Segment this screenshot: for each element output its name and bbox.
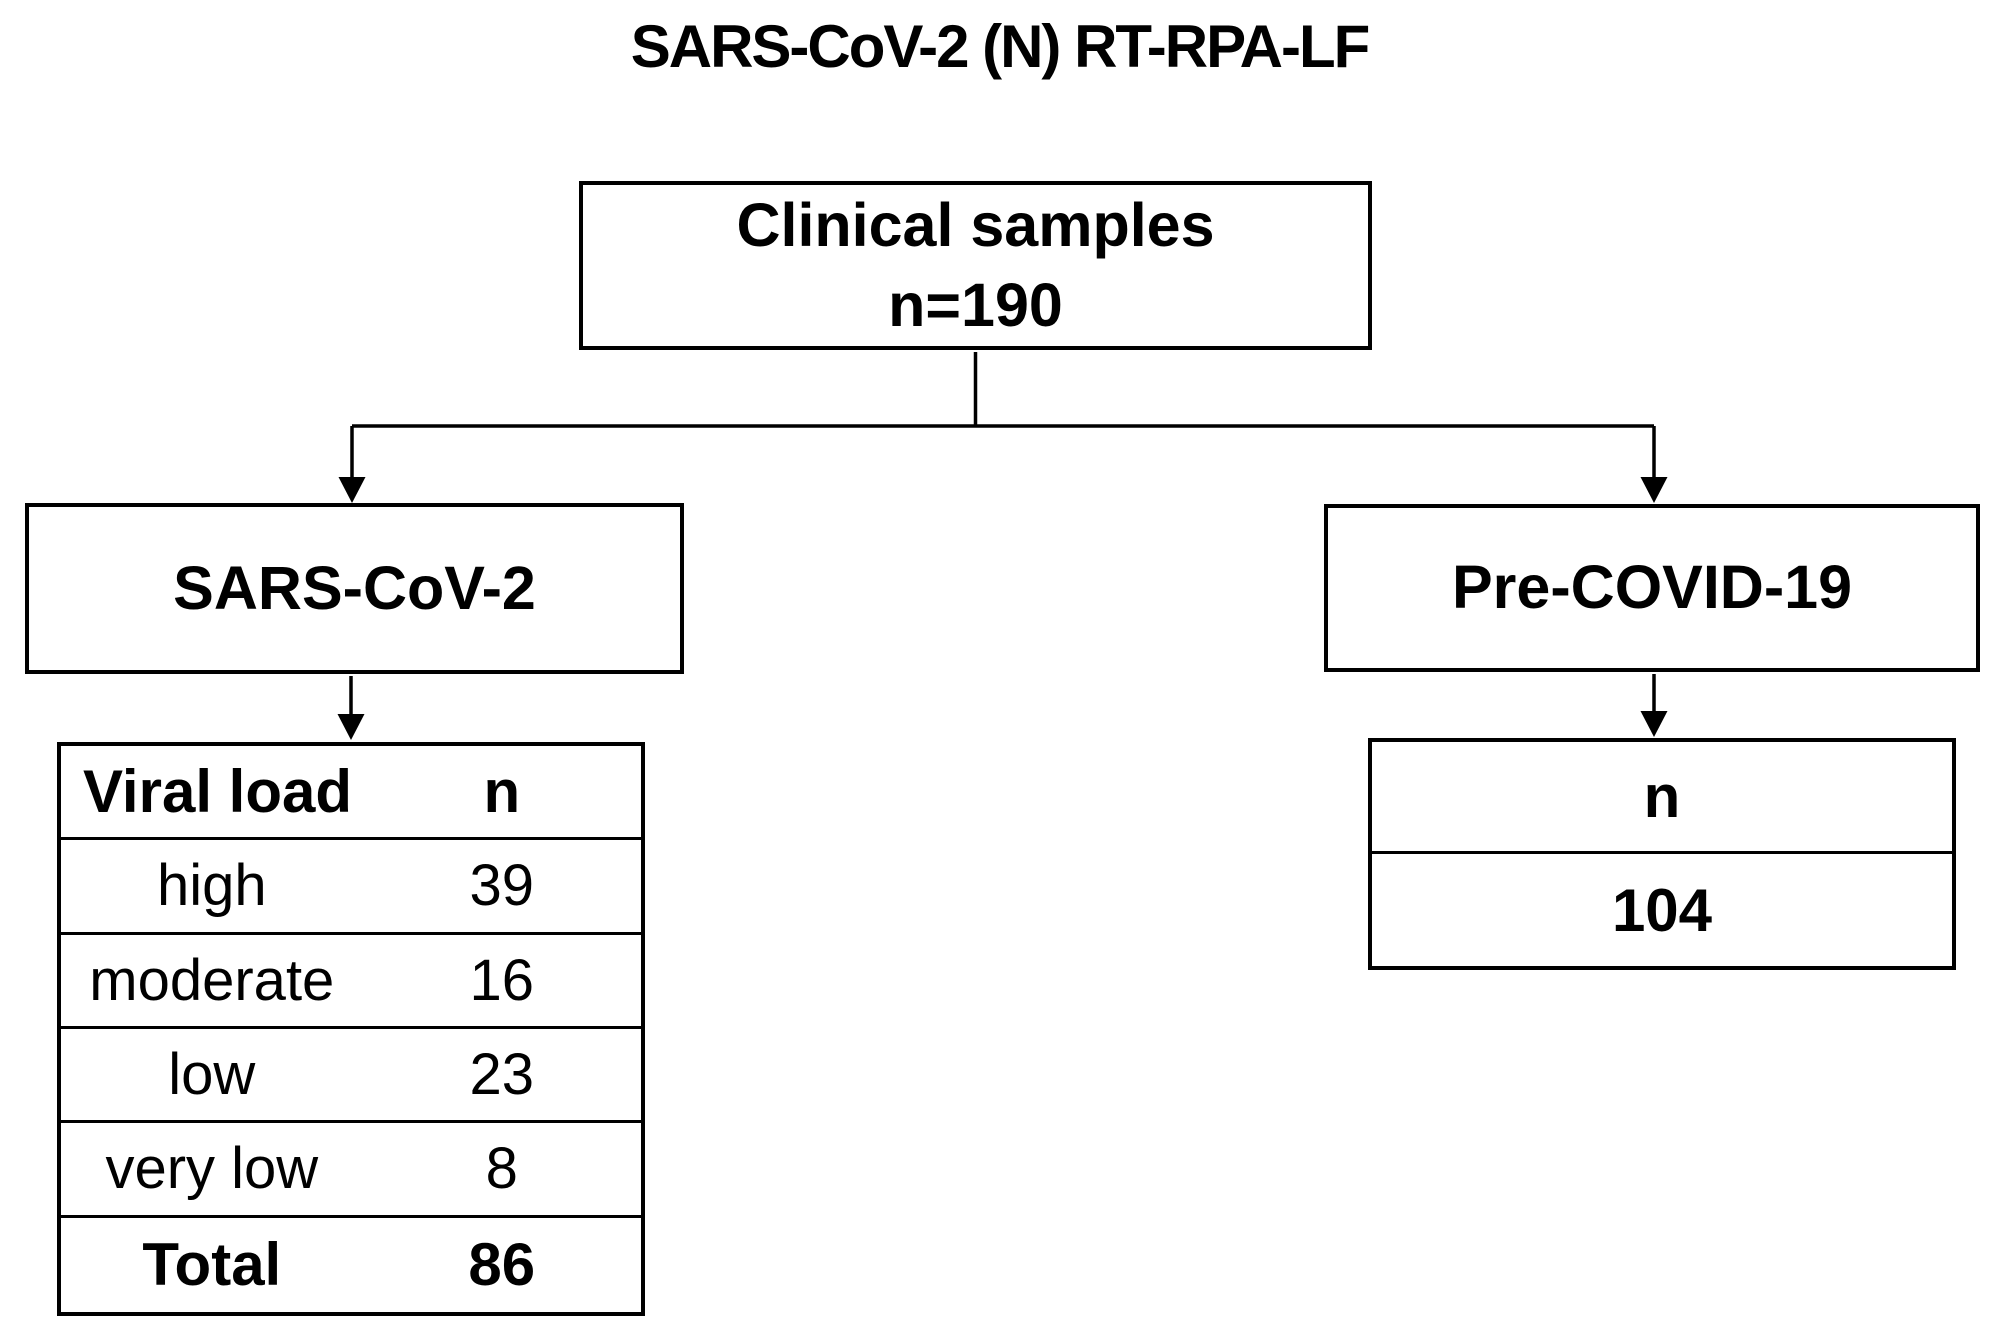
total-label-cell: Total [142,1231,282,1299]
clinical-samples-count: n=190 [888,270,1063,339]
table-header-row: Viral load n [61,746,641,841]
n-header-cell: n [483,758,521,826]
table-header-row: n [1372,742,1952,854]
pre-covid-count-table: n 104 [1368,738,1956,970]
arrowhead-down-icon [338,477,366,503]
arrowhead-down-icon [1640,477,1668,503]
table-row: very low 8 [61,1123,641,1218]
table-row: 104 [1372,854,1952,966]
row-value-cell: 23 [469,1042,535,1108]
clinical-samples-label: Clinical samples [736,191,1215,260]
row-label-cell: low [168,1042,256,1108]
clinical-samples-box: Clinical samples n=190 [579,181,1372,350]
viral-load-table: Viral load n high 39 moderate 16 low 23 … [57,742,645,1316]
row-value-cell: 39 [469,853,535,919]
sars-cov-2-box: SARS-CoV-2 [25,503,684,674]
table-row: moderate 16 [61,935,641,1029]
row-value-cell: 16 [469,947,535,1013]
table-row: low 23 [61,1029,641,1124]
pre-covid-19-box: Pre-COVID-19 [1324,504,1980,672]
table-row: high 39 [61,840,641,935]
table-total-row: Total 86 [61,1218,641,1312]
n-header-cell: n [1643,763,1681,830]
pre-covid-19-label: Pre-COVID-19 [1451,553,1852,622]
arrowhead-down-icon [337,714,365,740]
row-label-cell: moderate [89,947,335,1013]
viral-load-header-cell: Viral load [83,758,353,826]
row-value-cell: 8 [485,1136,518,1202]
row-label-cell: high [156,853,267,919]
diagram-title: SARS-CoV-2 (N) RT-RPA-LF [630,13,1371,80]
sars-cov-2-label: SARS-CoV-2 [173,553,536,622]
row-label-cell: very low [105,1136,319,1202]
n-value-cell: 104 [1611,876,1713,944]
arrowhead-down-icon [1640,711,1668,737]
total-value-cell: 86 [468,1231,536,1299]
